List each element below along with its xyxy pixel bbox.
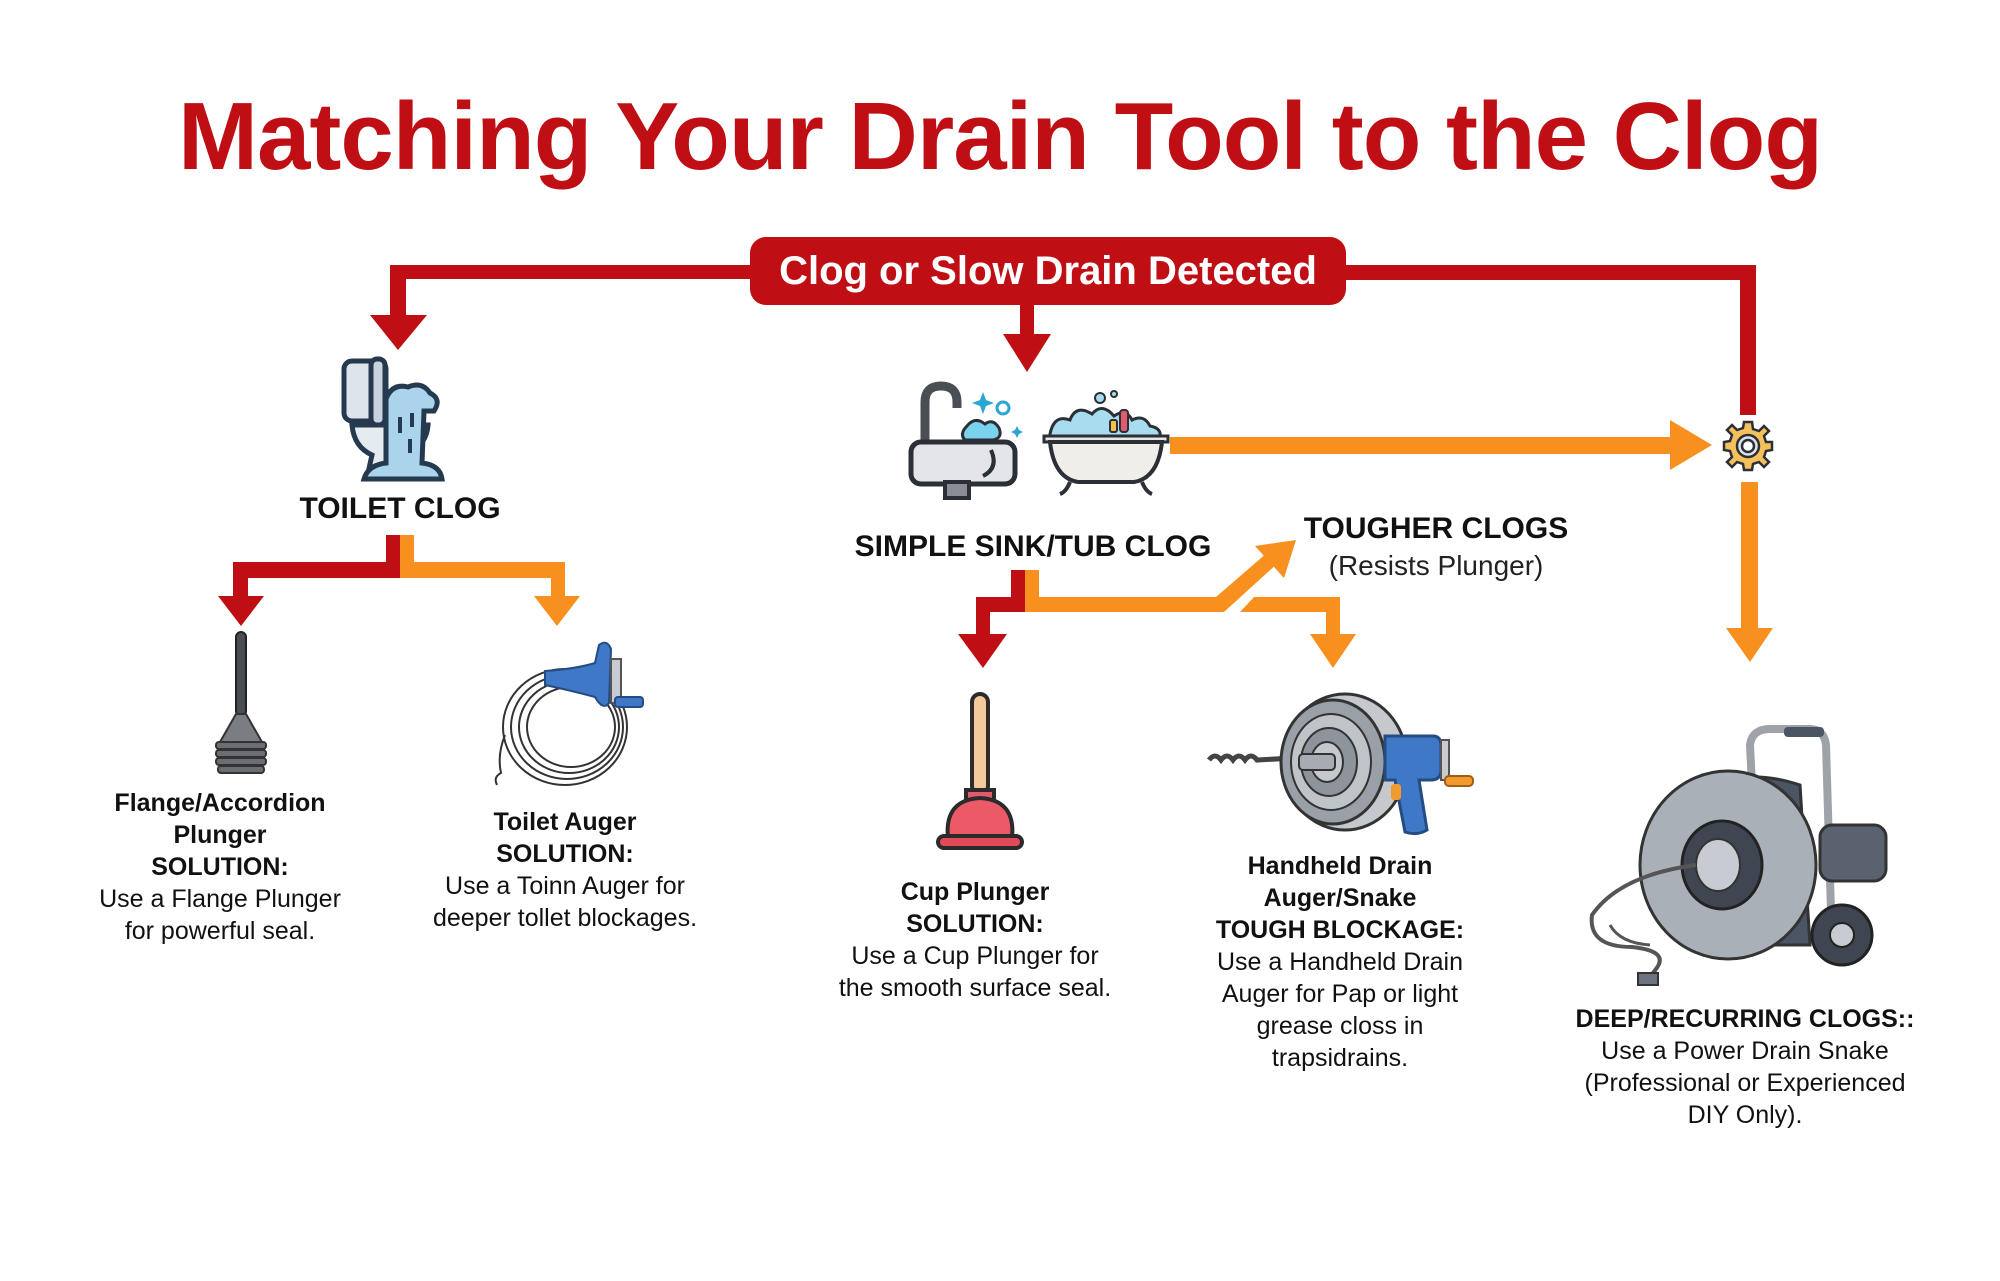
tool-name: Cup Plunger: [900, 878, 1050, 906]
category-toilet-clog: TOILET CLOG: [299, 492, 501, 525]
tool-toilet-auger: Toilet Auger SOLUTION: Use a Toinn Auger…: [405, 806, 725, 934]
tool-cup-plunger: Cup Plunger SOLUTION: Use a Cup Plunger …: [810, 876, 1140, 1004]
tool-power-drain-snake: DEEP/RECURRING CLOGS:: Use a Power Drain…: [1545, 1003, 1945, 1131]
cup-plunger-icon: [936, 692, 1024, 850]
tool-description: Auger for Pap or light: [1221, 980, 1459, 1008]
tool-description: Use a Toinn Auger for: [445, 872, 685, 900]
tool-name: Handheld Drain: [1247, 852, 1433, 880]
tool-description: trapsidrains.: [1271, 1044, 1409, 1072]
tool-description: (Professional or Experienced: [1584, 1069, 1906, 1097]
arrow-sink-to-handheld-auger: [1240, 597, 1356, 668]
arrow-toilet-to-auger: [400, 535, 580, 626]
tool-name: Auger/Snake: [1263, 884, 1417, 912]
tool-flange-plunger: Flange/Accordion Plunger SOLUTION: Use a…: [70, 787, 370, 947]
category-tougher-clogs: TOUGHER CLOGS: [1303, 512, 1569, 545]
sink-icon: [908, 381, 1023, 500]
tool-description: deeper tollet blockages.: [432, 904, 698, 932]
power-drain-snake-icon: [1589, 725, 1888, 987]
category-tougher-sublabel: (Resists Plunger): [1328, 550, 1544, 581]
arrow-start-to-toilet: [370, 265, 760, 350]
tool-heading: DEEP/RECURRING CLOGS::: [1575, 1005, 1915, 1033]
bathtub-icon: [1042, 390, 1170, 496]
tool-description: Use a Handheld Drain: [1217, 948, 1463, 976]
tool-description: the smooth surface seal.: [838, 974, 1112, 1002]
arrow-gear-to-power-snake: [1726, 482, 1773, 662]
tool-name: Toilet Auger: [493, 808, 637, 836]
arrow-start-to-sink: [1003, 300, 1051, 372]
arrow-sink-to-cup-plunger: [958, 570, 1025, 668]
category-sink-tub-clog: SIMPLE SINK/TUB CLOG: [854, 530, 1212, 563]
toilet-auger-icon: [494, 641, 644, 786]
overflowing-toilet-icon: [341, 356, 445, 482]
tool-description: for powerful seal.: [124, 917, 316, 945]
arrow-toilet-to-flange: [218, 535, 400, 626]
tool-heading: SOLUTION:: [906, 910, 1044, 938]
tool-heading: SOLUTION:: [496, 840, 634, 868]
arrow-sink-to-gear: [1170, 420, 1712, 470]
arrow-sink-to-tougher: [1025, 540, 1296, 612]
tool-description: Use a Cup Plunger for: [851, 942, 1099, 970]
tool-heading: SOLUTION:: [151, 853, 289, 881]
tool-heading: TOUGH BLOCKAGE:: [1215, 916, 1465, 944]
page-title: Matching Your Drain Tool to the Clog: [178, 83, 1823, 190]
tool-description: grease closs in: [1256, 1012, 1424, 1040]
tool-description: Use a Flange Plunger: [99, 885, 341, 913]
tool-description: DIY Only).: [1687, 1101, 1803, 1129]
handheld-drain-auger-icon: [1207, 692, 1474, 836]
flange-plunger-icon: [215, 631, 267, 774]
start-node-label: Clog or Slow Drain Detected: [779, 248, 1317, 293]
tool-description: Use a Power Drain Snake: [1601, 1037, 1889, 1065]
tool-name: Flange/Accordion: [114, 789, 326, 817]
tool-name: Plunger: [173, 821, 267, 849]
gear-icon: [1722, 420, 1774, 472]
tool-handheld-drain-auger: Handheld Drain Auger/Snake TOUGH BLOCKAG…: [1180, 850, 1500, 1074]
start-node: Clog or Slow Drain Detected: [750, 237, 1346, 305]
arrow-start-to-deep: [1336, 265, 1756, 415]
